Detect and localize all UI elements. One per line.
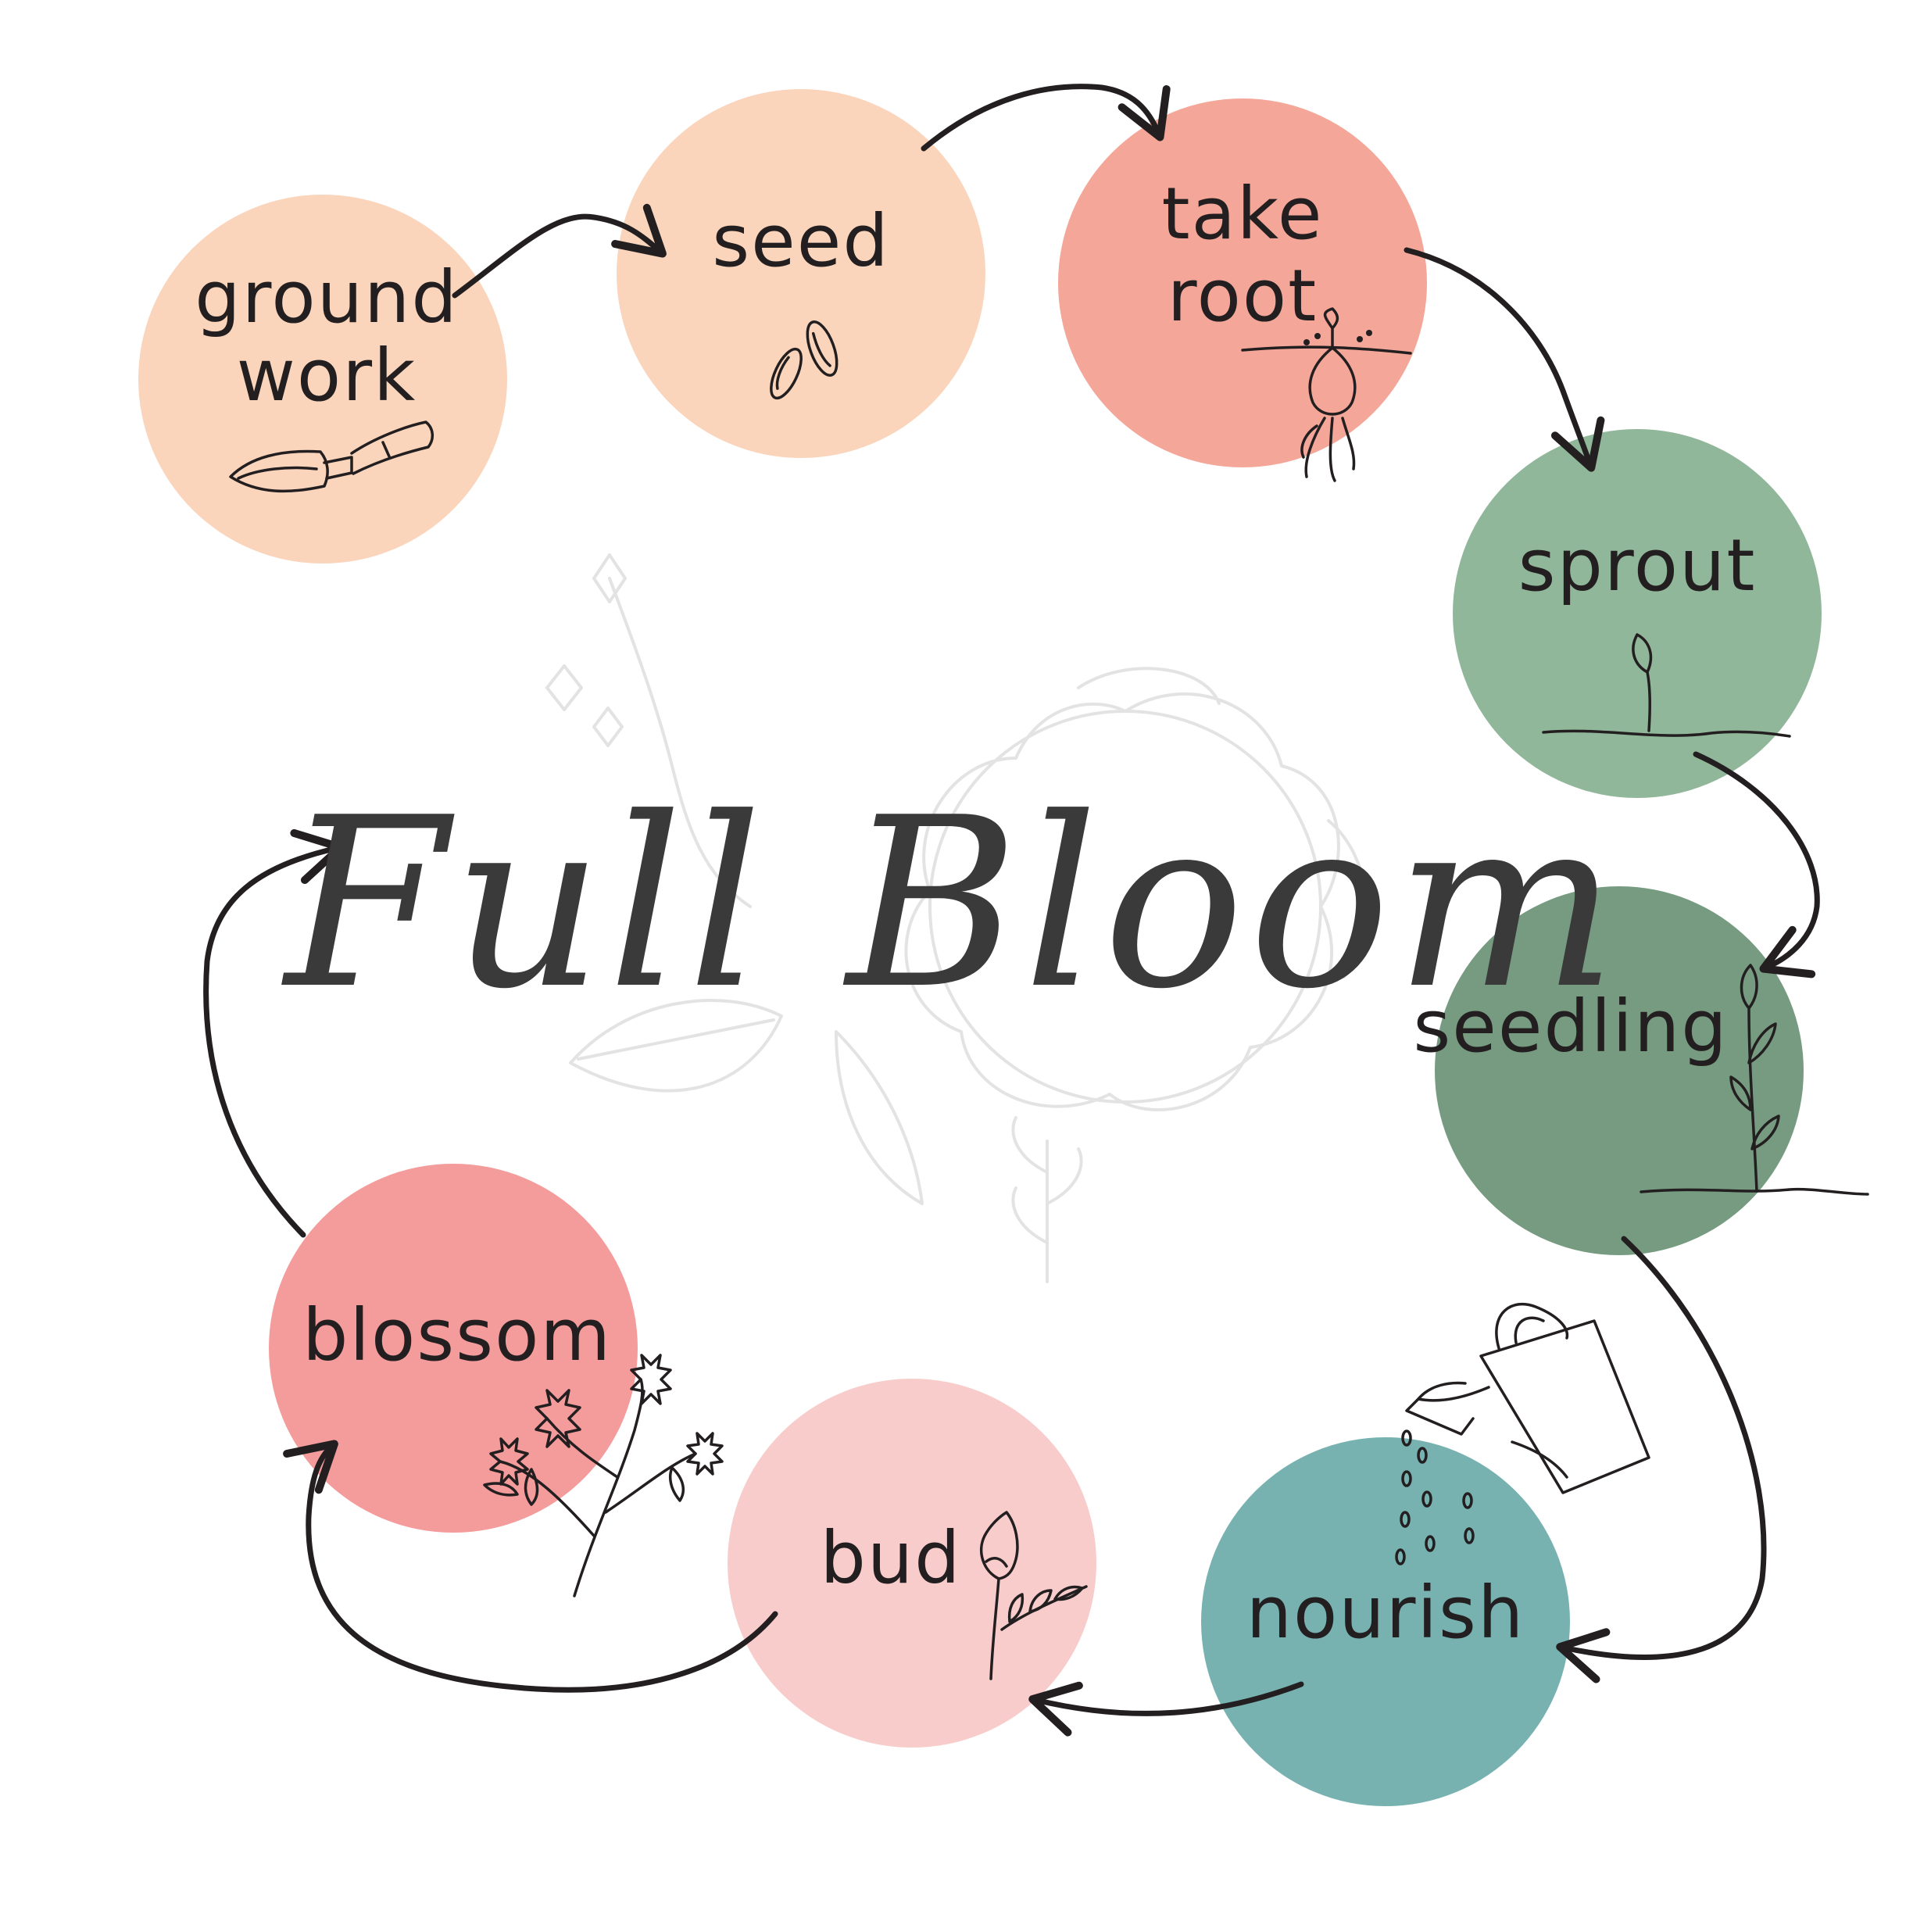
arrow-seed-to-take-root	[921, 84, 1171, 152]
cycle-arrows	[203, 84, 1820, 1737]
stage-label-blossom: blossom	[302, 1293, 612, 1377]
arrow-seedling-to-nourish	[1556, 1236, 1767, 1683]
arrow-blossom-to-title	[203, 828, 345, 1238]
daisy-stem-icon	[545, 553, 752, 908]
stage-circle-seed	[617, 89, 985, 458]
stage-circle-seedling	[1435, 886, 1804, 1255]
background-flower-illustration	[545, 553, 1368, 1283]
arrow-bud-to-blossom	[283, 1440, 778, 1693]
flower-bud-icon	[980, 1511, 1088, 1680]
stage-label-seed: seed	[712, 199, 890, 283]
stage-circle-blossom	[269, 1164, 638, 1533]
root-bulb-icon	[1241, 307, 1412, 482]
stage-circle-groundwork	[138, 195, 507, 564]
stage-circle-sprout	[1453, 429, 1822, 798]
water-drops-icon	[1395, 1429, 1475, 1565]
diagram-title: Full Bloom	[281, 767, 1622, 1040]
stage-label-seedling: seedling	[1413, 985, 1728, 1068]
arrow-sprout-to-seedling	[1693, 751, 1820, 979]
seedling-icon	[1640, 964, 1869, 1196]
stage-label-sprout: sprout	[1518, 524, 1757, 607]
arrow-nourish-to-bud	[1028, 1681, 1304, 1737]
stage-circle-bud	[728, 1379, 1096, 1748]
stage-label-take-root-1: take	[1161, 172, 1323, 256]
stage-label-nourish: nourish	[1246, 1571, 1525, 1655]
stage-circle-take-root	[1058, 98, 1427, 467]
stage-label-groundwork-1: ground	[195, 256, 459, 339]
seeds-icon	[770, 320, 839, 400]
large-leaf-icon	[569, 999, 924, 1205]
poppy-outline-icon	[904, 667, 1368, 1111]
stage-label-groundwork-2: work	[237, 334, 417, 417]
stage-circles	[138, 89, 1822, 1806]
stage-label-take-root-2: root	[1168, 254, 1318, 338]
blossom-branch-icon	[483, 1354, 724, 1597]
stage-label-bud: bud	[820, 1516, 961, 1600]
watering-can-icon	[1405, 1302, 1650, 1494]
sprout-icon	[1542, 633, 1791, 738]
leaf-sprig-icon	[1011, 1116, 1083, 1283]
trowel-icon	[229, 420, 434, 493]
arrow-take-root-to-sprout	[1404, 247, 1605, 472]
stage-circle-nourish	[1201, 1437, 1570, 1806]
arrow-groundwork-to-seed	[452, 203, 667, 299]
